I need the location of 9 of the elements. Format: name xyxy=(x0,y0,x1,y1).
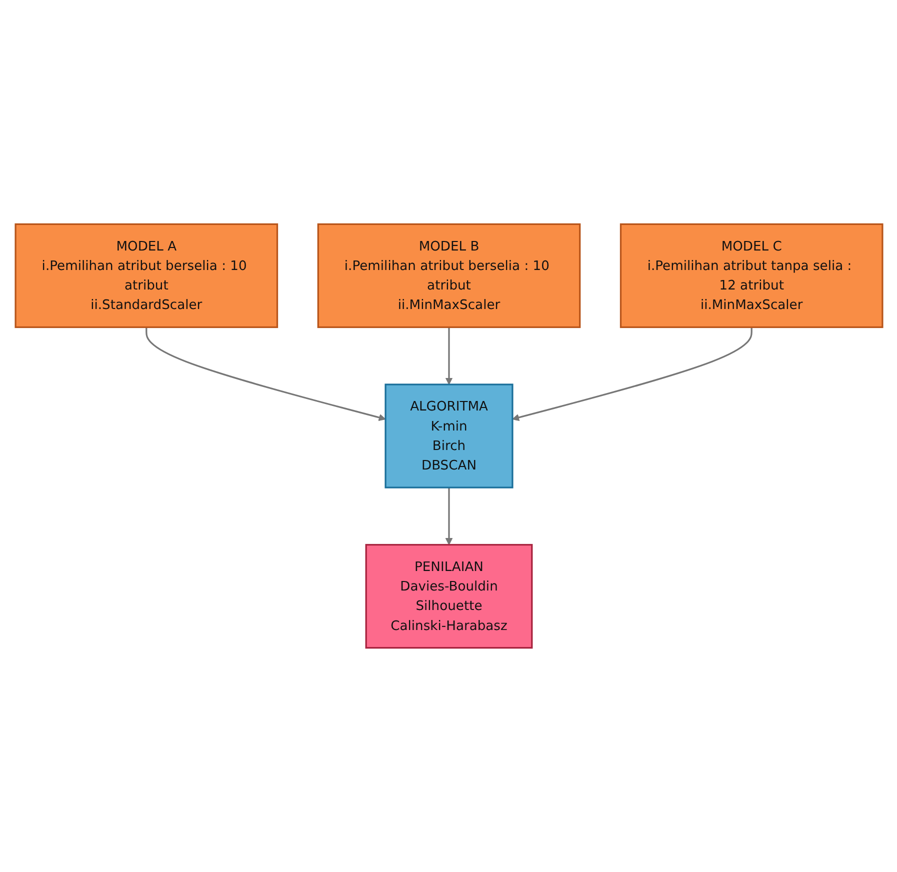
node-box: MODEL B i.Pemilihan atribut berselia : 10 atribut ii.MinMaxScaler xyxy=(316,223,580,328)
node-box: MODEL C i.Pemilihan atribut tanpa selia : 12 atribut ii.MinMaxScaler xyxy=(619,223,883,328)
node-box: PENILAIAN Davies-Bouldin Silhouette Calinski-Harabasz xyxy=(364,544,532,649)
node-box: MODEL A i.Pemilihan atribut berselia : 10 atribut ii.StandardScaler xyxy=(14,223,278,328)
arrow xyxy=(145,327,386,421)
arrow xyxy=(444,327,452,385)
arrow xyxy=(444,488,452,546)
node-box: ALGORITMA K-min Birch DBSCAN xyxy=(384,384,513,488)
arrow xyxy=(512,327,752,421)
